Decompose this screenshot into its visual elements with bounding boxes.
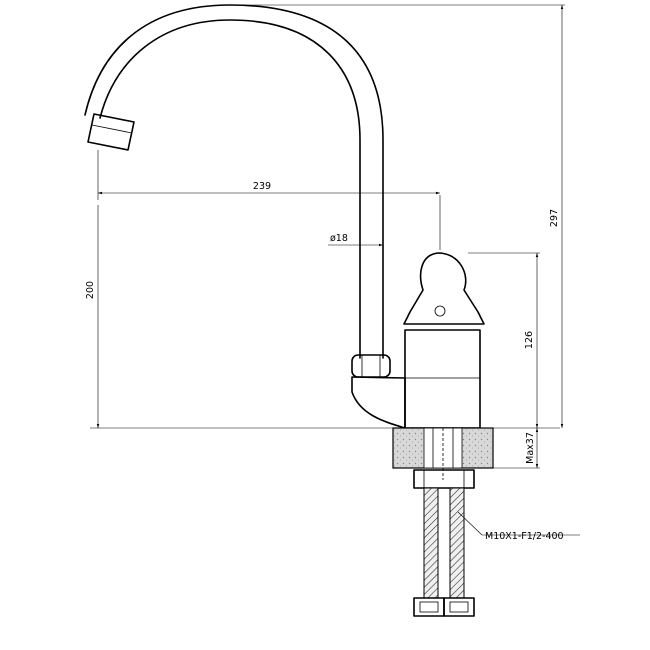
- flexible-hoses: [413, 487, 475, 617]
- dimension-total-height: 297: [230, 4, 565, 428]
- dimension-spout-height: 200: [85, 205, 560, 429]
- dimension-total-height-label: 297: [549, 209, 560, 227]
- hose-thread-label: M10X1-F1/2-400: [485, 531, 564, 542]
- dimension-body-height-label: 126: [524, 331, 535, 349]
- faucet-body: [351, 252, 485, 429]
- spout: [84, 4, 384, 359]
- countertop-section: [392, 427, 494, 480]
- dimension-reach-label: 239: [253, 181, 271, 192]
- dimension-reach: 239: [97, 150, 441, 250]
- spout-nut: [351, 354, 391, 378]
- mounting-nut: [413, 469, 475, 489]
- dimension-diameter-label: ø18: [330, 233, 348, 244]
- dimension-max-counter-label: Max37: [525, 432, 536, 464]
- dimension-max-counter: Max37: [493, 428, 540, 469]
- dimension-spout-height-label: 200: [85, 281, 96, 299]
- dimension-tube-diameter: ø18: [328, 233, 383, 247]
- hose-callout: M10X1-F1/2-400: [457, 511, 580, 542]
- aerator-tip: [87, 113, 135, 151]
- dimension-body-height: 126: [468, 252, 540, 428]
